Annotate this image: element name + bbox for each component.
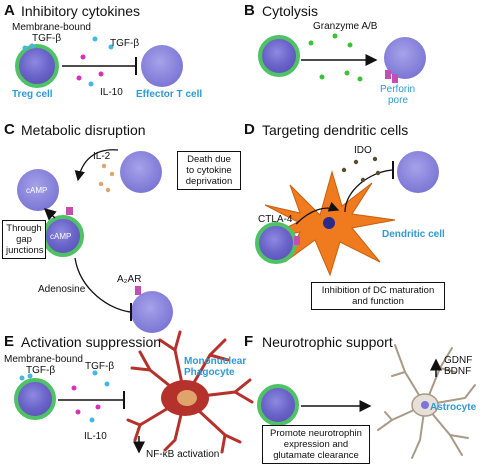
cytokine-dot [92, 370, 98, 376]
panel-letter-c: C [4, 121, 15, 138]
label-a2ar: A₂AR [117, 274, 142, 285]
effector-t-cell-a [141, 45, 183, 87]
target-cell-d [397, 151, 439, 193]
perforin-pore-icon [385, 70, 391, 79]
ctla4-arrow [295, 201, 340, 225]
adenosine-line [74, 257, 132, 313]
granzyme-dot [332, 33, 338, 39]
label-membrane-bound: Membrane-bound [4, 354, 83, 365]
granzyme-dot [344, 70, 350, 76]
gap-junction-icon [66, 207, 73, 215]
cytokine-dot [92, 36, 98, 42]
astrocyte-nucleus [421, 401, 429, 409]
label-camp: cAMP [50, 232, 72, 241]
label-tgf-beta: TGF-β [32, 33, 62, 44]
cytokine-dot [80, 54, 86, 60]
panel-title-b: Cytolysis [262, 3, 319, 19]
label-dendritic-cell: Dendritic cell [382, 229, 445, 240]
panel-title-d: Targeting dendritic cells [262, 122, 409, 138]
cytokine-dot [76, 75, 82, 81]
panel-letter-d: D [244, 121, 255, 138]
panel-title-a: Inhibitory cytokines [21, 3, 141, 19]
inhibition-box: Inhibition of DC maturation and function [311, 282, 445, 310]
granzyme-dot [319, 74, 325, 80]
cytokine-dot [22, 45, 28, 51]
death-box: Death due to cytokine deprivation [177, 151, 241, 190]
cytokine-dot [104, 381, 110, 387]
cytokine-dot [29, 43, 35, 49]
il2-dot [98, 181, 104, 187]
ido-dot [341, 167, 347, 173]
label-effector-t-cell: Effector T cell [136, 89, 203, 100]
granzyme-dot [347, 42, 353, 48]
ido-arrow [344, 169, 393, 213]
panel-letter-a: A [4, 2, 15, 19]
gap-arrow [43, 207, 57, 221]
treg-cell-e [14, 378, 56, 420]
label-camp: cAMP [26, 186, 48, 195]
treg-cell-a [15, 44, 59, 88]
label-ctla4: CTLA-4 [258, 214, 293, 225]
cytokine-dot [89, 417, 95, 423]
label-membrane-bound: Membrane-bound [12, 22, 91, 33]
panel-letter-f: F [244, 333, 254, 350]
target-cell-c3 [131, 291, 173, 333]
label-astrocyte: Astrocyte [430, 402, 477, 413]
treg-cell-b [258, 35, 300, 77]
label-gdnf: GDNF [444, 355, 473, 366]
target-cell-c2 [120, 151, 162, 193]
panel-title-c: Metabolic disruption [21, 122, 146, 138]
cytokine-dot [108, 44, 114, 50]
target-cell-c1 [17, 169, 59, 211]
il2-dot [109, 171, 115, 177]
label-perforin: Perforin [380, 84, 416, 95]
label-il2: IL-2 [93, 151, 111, 162]
label-ido: IDO [354, 145, 372, 156]
panel-title-f: Neurotrophic support [262, 334, 393, 350]
label-treg-cell: Treg cell [12, 89, 53, 100]
cytokine-dot [19, 375, 25, 381]
ido-dot [353, 159, 359, 165]
promote-box: Promote neurotrophin expression and glut… [262, 425, 370, 464]
label-bdnf: BDNF [444, 366, 472, 377]
label-granzyme: Granzyme A/B [313, 21, 378, 32]
label-tgf-beta: TGF-β [26, 365, 56, 376]
label-pore: pore [388, 95, 409, 106]
target-cell-b [384, 37, 426, 79]
treg-cell-d [255, 222, 297, 264]
panel-letter-e: E [4, 333, 15, 350]
ctla4-receptor-icon [294, 236, 300, 245]
a2ar-receptor-icon [135, 286, 141, 295]
granzyme-dot [357, 76, 363, 82]
label-mononuclear: Mononuclear [184, 356, 247, 367]
granzyme-dot [308, 40, 314, 46]
label-adenosine: Adenosine [38, 284, 86, 295]
label-il10: IL-10 [84, 431, 107, 442]
il2-arrow [74, 149, 119, 182]
perforin-pore-icon [392, 74, 398, 83]
il2-dot [101, 163, 107, 169]
cytokine-dot [27, 373, 33, 379]
ido-dot [360, 177, 366, 183]
ido-dot [375, 170, 381, 176]
label-tgf-beta: TGF-β [110, 38, 140, 49]
cytokine-dot [88, 81, 94, 87]
cytokine-dot [75, 409, 81, 415]
label-phagocyte: Phagocyte [184, 367, 235, 378]
cytokine-dot [71, 385, 77, 391]
label-tgf-beta: TGF-β [85, 361, 115, 372]
gap-junction-box: Through gap junctions [2, 220, 46, 259]
dc-nucleus [323, 217, 335, 229]
label-nfkb: NF-κB activation [146, 449, 220, 460]
panel-letter-b: B [244, 2, 255, 19]
ido-dot [372, 156, 378, 162]
panel-title-e: Activation suppression [21, 334, 162, 350]
label-il10: IL-10 [100, 87, 123, 98]
il2-dot [105, 187, 111, 193]
cytokine-dot [95, 404, 101, 410]
phagocyte-nucleus [177, 390, 197, 406]
cytokine-dot [98, 71, 104, 77]
treg-cell-f [257, 384, 299, 426]
